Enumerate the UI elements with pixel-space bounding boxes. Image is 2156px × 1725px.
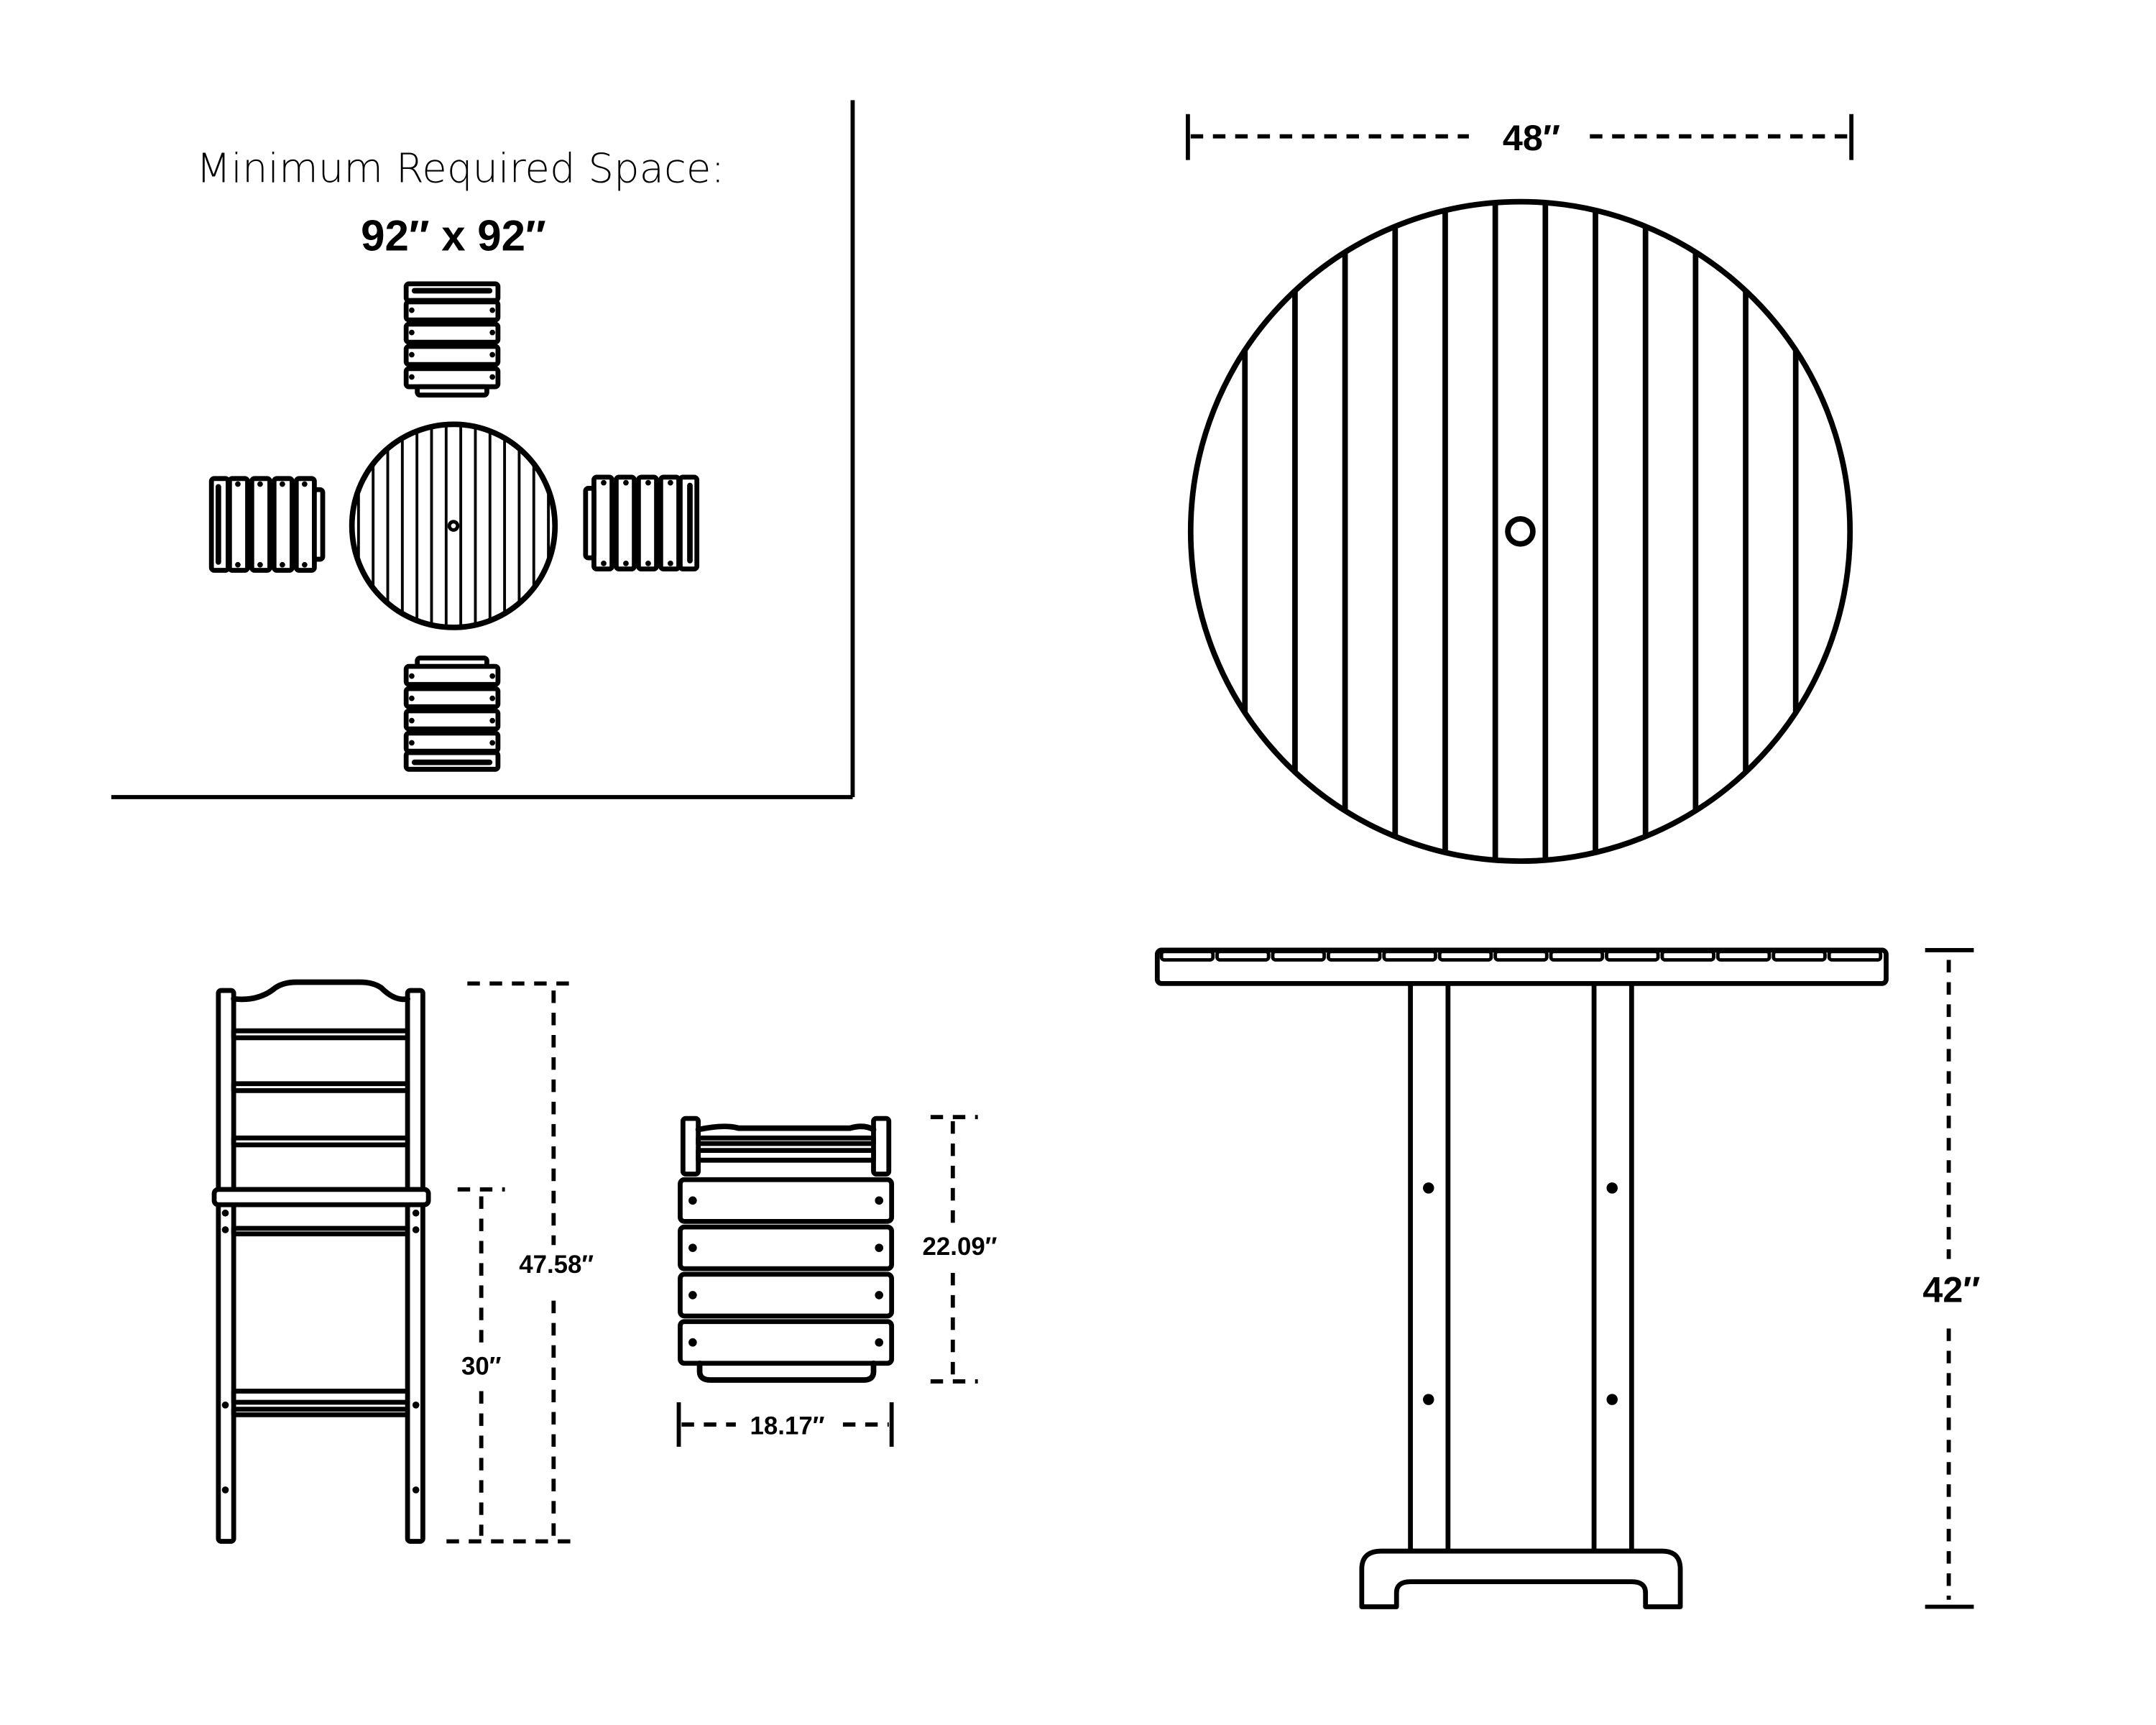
table-top-slat-end	[1605, 949, 1660, 962]
table-top-slat-end	[1715, 949, 1772, 962]
table-top-slat-end	[1437, 949, 1493, 962]
plan-chair-left	[211, 479, 323, 571]
plan-table	[349, 421, 558, 630]
table-top-slat-end	[1326, 949, 1382, 962]
table-top-slat-end	[1493, 949, 1549, 962]
table-top-slat-end	[1215, 949, 1271, 962]
plan-chair-top	[406, 284, 498, 395]
table-top-slat-end	[1827, 949, 1883, 962]
table-diameter-label: 48″	[1503, 117, 1560, 158]
chair-width-label: 18.17″	[750, 1412, 825, 1440]
table-height-label: 42″	[1922, 1269, 1980, 1310]
chair-depth-label: 22.09″	[923, 1233, 998, 1261]
chair-front-view: 22.09″ 18.17″	[676, 1115, 998, 1447]
table-top-slat-end	[1660, 949, 1715, 962]
plan-chair-bottom	[406, 658, 498, 769]
table-top-slat-end	[1382, 949, 1437, 962]
min-space-title: Minimum Required Space:	[196, 146, 724, 193]
table-top-view: 48″	[1186, 114, 1854, 864]
table-top-outline	[1187, 198, 1853, 864]
table-top-slat-end	[1271, 949, 1327, 962]
plan-chair-right	[586, 477, 697, 569]
seat-height-label: 30″	[461, 1352, 502, 1380]
table-top-slat-end	[1772, 949, 1827, 962]
chair-side-view: 47.58″ 30″	[211, 979, 594, 1544]
table-top-slat-end	[1159, 949, 1215, 962]
chair-height-label: 47.58″	[519, 1251, 594, 1279]
min-space-size: 92″ x 92″	[361, 211, 546, 259]
table-top-slat-end	[1549, 949, 1605, 962]
table-side-view: 42″	[1154, 947, 1981, 1609]
umbrella-hole	[1505, 516, 1536, 547]
minimum-space-panel: Minimum Required Space: 92″ x 92″	[111, 100, 855, 799]
